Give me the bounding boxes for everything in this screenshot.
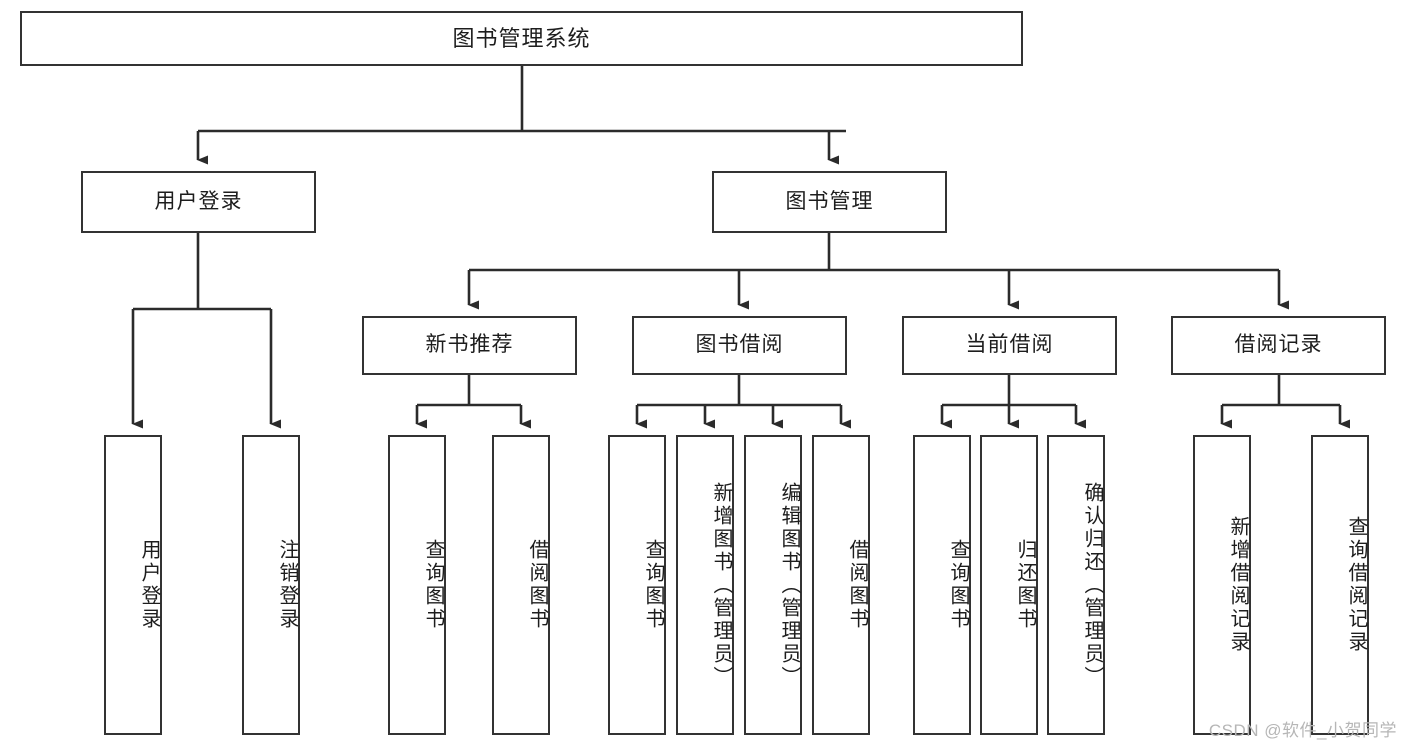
leaf-borrow-book-1-label: 借阅图书 [526, 539, 548, 631]
node-book-borrow[interactable]: 图书借阅 [632, 316, 847, 375]
leaf-confirm-return[interactable]: 确认归还（管理员） [1047, 435, 1105, 735]
node-user-login-label: 用户登录 [154, 189, 243, 213]
node-book-borrow-label: 图书借阅 [695, 333, 784, 357]
node-current-borrow[interactable]: 当前借阅 [902, 316, 1117, 375]
node-book-manage[interactable]: 图书管理 [712, 171, 947, 233]
leaf-query-book-1-label: 查询图书 [422, 539, 444, 631]
leaf-query-book-2[interactable]: 查询图书 [608, 435, 666, 735]
leaf-user-login[interactable]: 用户登录 [104, 435, 162, 735]
node-new-book-rec[interactable]: 新书推荐 [362, 316, 577, 375]
leaf-borrow-book-2[interactable]: 借阅图书 [812, 435, 870, 735]
node-root[interactable]: 图书管理系统 [20, 11, 1023, 66]
leaf-add-record-label: 新增借阅记录 [1227, 516, 1249, 654]
leaf-query-book-3-label: 查询图书 [947, 539, 969, 631]
leaf-query-book-2-label: 查询图书 [642, 539, 664, 631]
leaf-edit-book[interactable]: 编辑图书（管理员） [744, 435, 802, 735]
csdn-watermark: CSDN @软件_小贺同学 [1208, 721, 1397, 740]
leaf-user-login-label: 用户登录 [138, 539, 160, 631]
leaf-borrow-book-2-label: 借阅图书 [846, 539, 868, 631]
leaf-query-book-3[interactable]: 查询图书 [913, 435, 971, 735]
leaf-return-book[interactable]: 归还图书 [980, 435, 1038, 735]
leaf-query-record[interactable]: 查询借阅记录 [1311, 435, 1369, 735]
leaf-logout-login[interactable]: 注销登录 [242, 435, 300, 735]
node-new-book-rec-label: 新书推荐 [425, 333, 514, 357]
leaf-add-book[interactable]: 新增图书（管理员） [676, 435, 734, 735]
node-borrow-record[interactable]: 借阅记录 [1171, 316, 1386, 375]
leaf-add-record[interactable]: 新增借阅记录 [1193, 435, 1251, 735]
node-current-borrow-label: 当前借阅 [965, 333, 1054, 357]
leaf-query-record-label: 查询借阅记录 [1345, 516, 1367, 654]
node-borrow-record-label: 借阅记录 [1234, 333, 1323, 357]
leaf-add-book-label: 新增图书（管理员） [710, 481, 732, 689]
node-user-login[interactable]: 用户登录 [81, 171, 316, 233]
leaf-query-book-1[interactable]: 查询图书 [388, 435, 446, 735]
leaf-return-book-label: 归还图书 [1014, 539, 1036, 631]
leaf-confirm-return-label: 确认归还（管理员） [1081, 481, 1103, 689]
leaf-edit-book-label: 编辑图书（管理员） [778, 481, 800, 689]
leaf-borrow-book-1[interactable]: 借阅图书 [492, 435, 550, 735]
node-book-manage-label: 图书管理 [785, 189, 874, 213]
node-root-label: 图书管理系统 [452, 25, 591, 51]
leaf-logout-login-label: 注销登录 [276, 539, 298, 631]
